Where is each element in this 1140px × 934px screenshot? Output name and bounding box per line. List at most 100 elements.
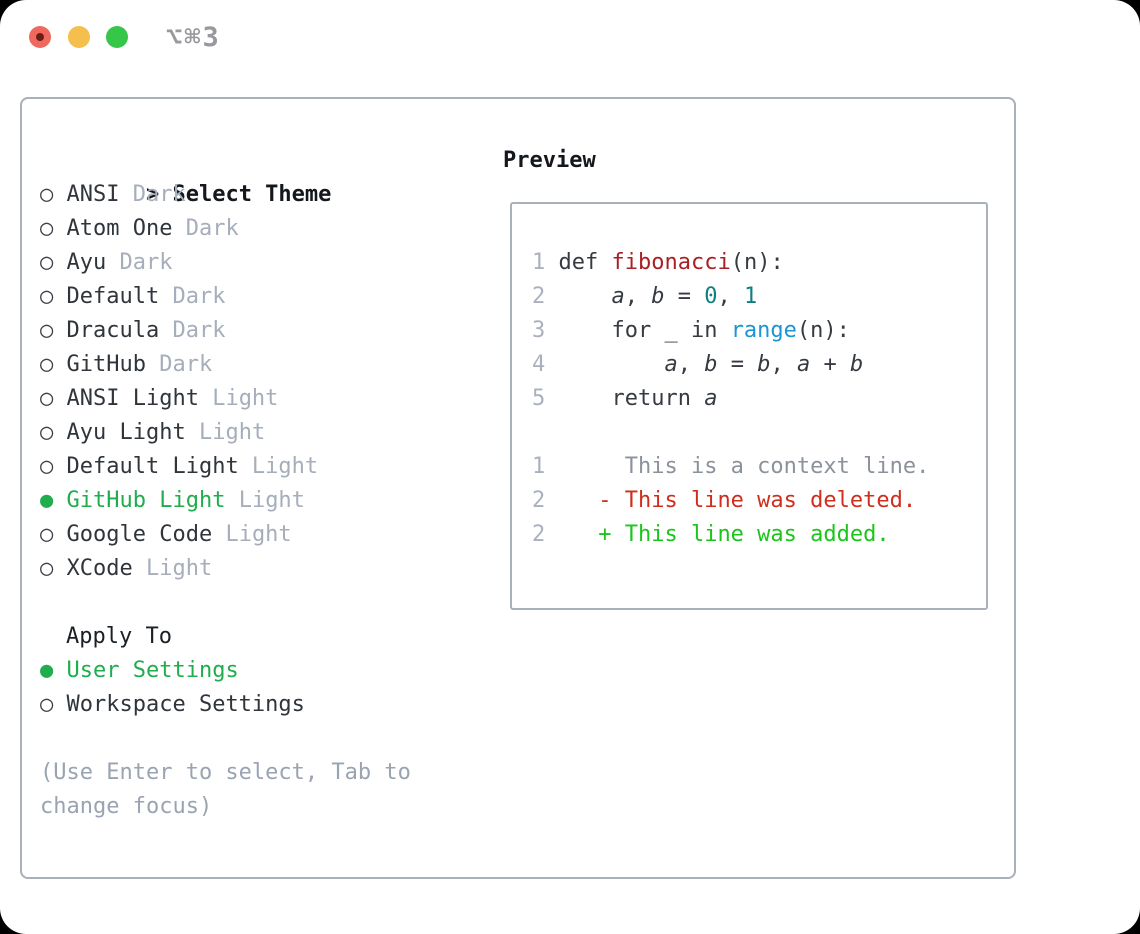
theme-name: Default Light [66, 454, 239, 479]
code-segment-variable: a [796, 352, 811, 377]
code-segment-builtin: range [730, 318, 797, 343]
line-number: 5 [532, 386, 559, 411]
radio-unselected-icon: ○ [40, 216, 67, 241]
theme-variant-label: Dark [145, 352, 213, 377]
spacer [40, 586, 480, 620]
code-segment-variable: b [651, 284, 665, 309]
select-theme-heading: Select Theme [172, 182, 332, 207]
radio-selected-icon: ● [40, 658, 67, 683]
theme-name: ANSI Light [66, 386, 199, 411]
theme-option[interactable]: ○ Default Light Light [40, 450, 480, 484]
line-number: 2 [532, 488, 559, 513]
cursor-prompt-icon: > [145, 182, 173, 207]
code-segment-code [559, 352, 665, 377]
theme-option[interactable]: ○ GitHub Dark [40, 348, 480, 382]
apply-to-option[interactable]: ● User Settings [40, 654, 480, 688]
code-segment-code: , [770, 352, 797, 377]
theme-variant-label: Dark [159, 318, 226, 343]
code-segment-code: , [677, 352, 705, 377]
code-line: 3 for _ in range(n): [532, 314, 929, 348]
theme-variant-label: Light [198, 386, 279, 411]
minimize-button[interactable] [68, 26, 90, 48]
theme-option[interactable]: ● GitHub Light Light [40, 484, 480, 518]
theme-option[interactable]: ○ XCode Light [40, 552, 480, 586]
apply-to-option-label: Workspace Settings [66, 692, 305, 717]
code-segment-code: = [664, 284, 705, 309]
radio-unselected-icon: ○ [40, 284, 67, 309]
code-segment-code: def [558, 250, 612, 275]
hint-line-1: (Use Enter to select, Tab to [40, 760, 411, 785]
code-segment-code: for _ in [558, 318, 731, 343]
close-button[interactable] [29, 26, 51, 48]
theme-name: XCode [66, 556, 133, 581]
theme-option[interactable]: ○ Default Dark [40, 280, 480, 314]
code-segment-code: , [624, 284, 652, 309]
code-segment-deleted: - This line was deleted. [558, 488, 917, 513]
zoom-button[interactable] [106, 26, 128, 48]
theme-option[interactable]: ○ Dracula Dark [40, 314, 480, 348]
radio-unselected-icon: ○ [40, 522, 67, 547]
theme-variant-label: Light [185, 420, 266, 445]
line-number: 1 [532, 250, 559, 275]
radio-unselected-icon: ○ [40, 318, 67, 343]
line-number: 1 [532, 454, 559, 479]
code-segment-function: fibonacci [611, 250, 731, 275]
theme-variant-label: Dark [172, 216, 239, 241]
code-line: 2 + This line was added. [532, 518, 929, 552]
code-segment-variable: a [664, 352, 678, 377]
theme-option[interactable]: ○ ANSI Light Light [40, 382, 480, 416]
theme-option[interactable]: ○ Atom One Dark [40, 212, 480, 246]
theme-list: ○ ANSI Dark○ Atom One Dark○ Ayu Dark○ De… [40, 178, 480, 586]
code-segment-code: (n): [796, 318, 850, 343]
line-number: 2 [532, 284, 559, 309]
theme-variant-label: Dark [159, 284, 226, 309]
theme-option[interactable]: ○ Ayu Dark [40, 246, 480, 280]
code-segment-number: 0 [704, 284, 718, 309]
code-segment-code: = [717, 352, 758, 377]
theme-variant-label: Light [225, 488, 305, 513]
code-segment-code: , [717, 284, 744, 309]
theme-picker-panel: > Select Theme ○ ANSI Dark○ Atom One Dar… [20, 97, 1016, 879]
theme-variant-label: Light [132, 556, 213, 581]
select-theme-heading-row: > Select Theme [40, 144, 480, 207]
code-segment-added: + This line was added. [558, 522, 890, 547]
theme-name: Dracula [66, 318, 160, 343]
code-line: 2 - This line was deleted. [532, 484, 929, 518]
radio-unselected-icon: ○ [40, 454, 67, 479]
theme-name: GitHub [66, 352, 146, 377]
theme-name: Ayu [66, 250, 107, 275]
code-segment-code: return [558, 386, 705, 411]
code-line: 5 return a [532, 382, 929, 416]
apply-to-heading: Apply To [66, 624, 172, 649]
radio-unselected-icon: ○ [40, 182, 67, 207]
preview-heading: Preview [503, 148, 596, 173]
theme-name: ANSI [66, 182, 120, 207]
theme-variant-label: Dark [106, 250, 173, 275]
radio-unselected-icon: ○ [40, 420, 67, 445]
titlebar: ⌥⌘3 [0, 0, 1140, 74]
code-segment-code: (n): [730, 250, 784, 275]
radio-unselected-icon: ○ [40, 352, 67, 377]
line-number: 2 [532, 522, 559, 547]
close-button-dot-icon [36, 33, 44, 41]
line-number: 3 [532, 318, 559, 343]
theme-name: Google Code [66, 522, 213, 547]
radio-unselected-icon: ○ [40, 250, 67, 275]
apply-to-list: ● User Settings○ Workspace Settings [40, 654, 480, 722]
theme-option[interactable]: ○ Google Code Light [40, 518, 480, 552]
code-segment-variable: b [757, 352, 771, 377]
theme-name: Atom One [66, 216, 173, 241]
theme-option[interactable]: ○ Ayu Light Light [40, 416, 480, 450]
radio-unselected-icon: ○ [40, 556, 67, 581]
radio-unselected-icon: ○ [40, 692, 67, 717]
theme-variant-label: Light [238, 454, 319, 479]
radio-selected-icon: ● [40, 488, 67, 513]
theme-option[interactable]: ○ ANSI Dark [40, 178, 480, 212]
code-line: 1 This is a context line. [532, 450, 929, 484]
code-line: 1 def fibonacci(n): [532, 246, 929, 280]
theme-name: GitHub Light [66, 488, 226, 513]
apply-to-option[interactable]: ○ Workspace Settings [40, 688, 480, 722]
